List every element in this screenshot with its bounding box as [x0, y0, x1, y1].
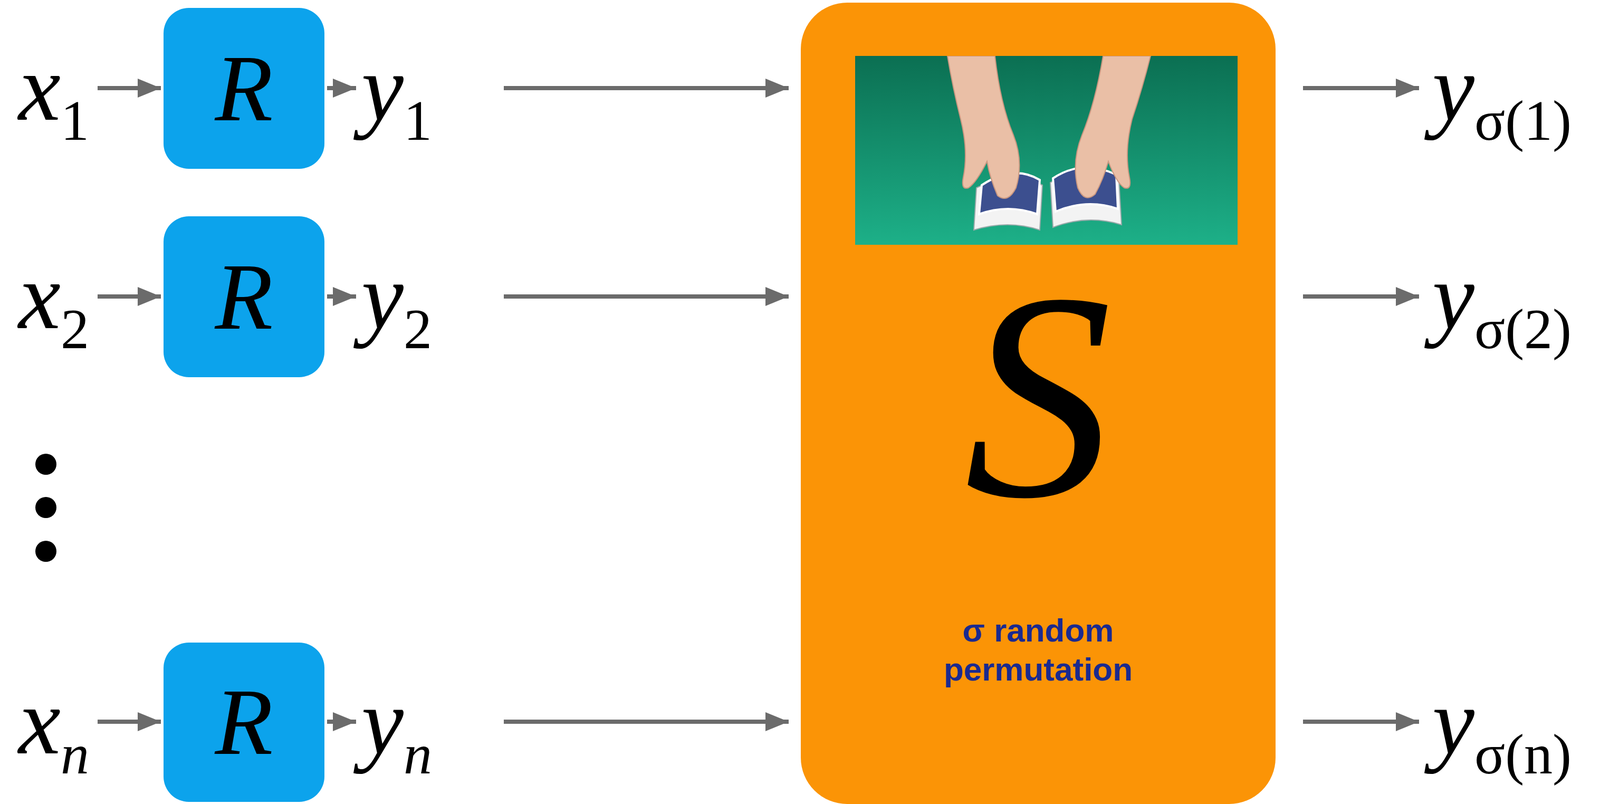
variable-letter: y — [361, 35, 404, 141]
signal-label: y2 — [361, 248, 433, 344]
signal-label: yn — [361, 674, 433, 770]
shuffled-arrow — [1303, 85, 1420, 91]
subscript: 2 — [403, 297, 433, 361]
shuffle-box: Sσ random permutation — [800, 2, 1276, 804]
process-box: R — [163, 216, 325, 378]
variable-letter: y — [1432, 668, 1475, 774]
right-hand — [1075, 55, 1152, 198]
feed-arrow — [503, 719, 789, 724]
box-caption: σ random permutation — [916, 610, 1160, 690]
feed-arrow — [503, 85, 789, 91]
left-hand — [947, 55, 1020, 199]
subscript: n — [403, 722, 433, 786]
subscript: n — [60, 722, 90, 786]
signal-label: y1 — [361, 40, 433, 136]
signal-label: xn — [18, 674, 90, 770]
subscript: σ(2) — [1474, 297, 1572, 361]
signal-label: x1 — [18, 40, 90, 136]
subscript: 1 — [60, 89, 90, 152]
process-box: R — [163, 642, 325, 802]
dot — [35, 496, 57, 519]
card-shuffle-photo — [855, 55, 1238, 245]
subscript: σ(1) — [1474, 89, 1572, 152]
variable-letter: y — [361, 243, 404, 349]
input-arrow — [97, 294, 161, 299]
signal-label: yσ(1) — [1432, 40, 1572, 136]
ellipsis-dots — [35, 453, 57, 562]
output-arrow — [327, 294, 357, 299]
variable-letter: y — [1432, 35, 1475, 141]
feed-arrow — [503, 294, 789, 299]
shuffled-arrow — [1303, 719, 1420, 724]
signal-label: yσ(2) — [1432, 248, 1572, 344]
variable-letter: x — [18, 668, 61, 774]
dot — [35, 453, 57, 475]
dot — [35, 540, 57, 562]
output-arrow — [327, 85, 357, 91]
shuffled-arrow — [1303, 294, 1420, 299]
variable-letter: y — [361, 668, 404, 774]
signal-label: x2 — [18, 248, 90, 344]
process-box: R — [163, 7, 325, 169]
input-arrow — [97, 85, 161, 91]
felt-table — [855, 55, 1238, 245]
box-symbol: S — [800, 247, 1276, 544]
subscript: 2 — [60, 297, 90, 361]
signal-label: yσ(n) — [1432, 674, 1572, 770]
box-symbol: R — [215, 249, 274, 345]
variable-letter: y — [1432, 243, 1475, 349]
subscript: σ(n) — [1474, 722, 1572, 786]
box-symbol: R — [215, 674, 274, 770]
input-arrow — [97, 719, 161, 724]
hands — [947, 55, 1151, 199]
output-arrow — [327, 719, 357, 724]
subscript: 1 — [403, 89, 433, 152]
variable-letter: x — [18, 243, 61, 349]
box-symbol: R — [215, 41, 274, 137]
variable-letter: x — [18, 35, 61, 141]
